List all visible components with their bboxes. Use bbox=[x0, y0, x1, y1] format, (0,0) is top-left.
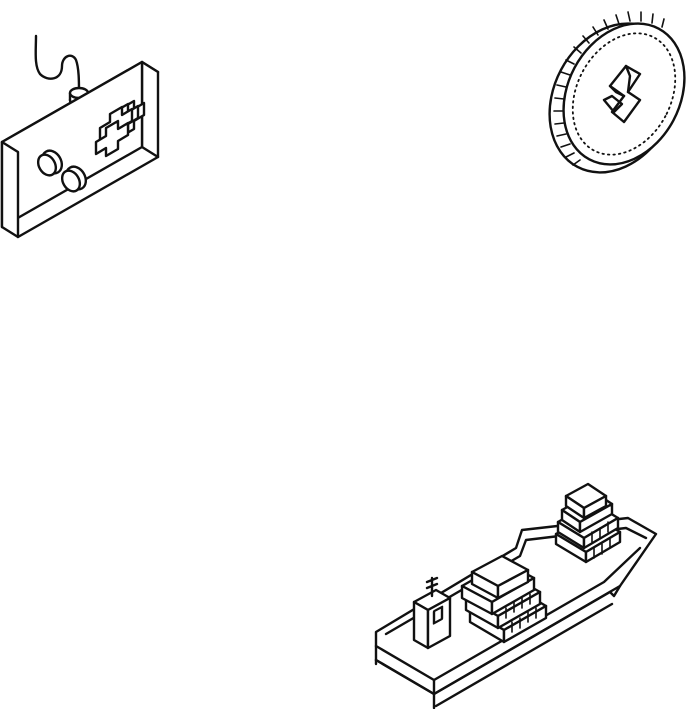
controller-buttons bbox=[36, 149, 88, 193]
game-controller-icon bbox=[0, 34, 160, 239]
coin-ridges bbox=[553, 11, 665, 166]
ship-bridge bbox=[412, 576, 452, 650]
coin-icon bbox=[548, 11, 686, 174]
coin-emblem-icon bbox=[602, 64, 642, 124]
container-stack-rear bbox=[554, 482, 622, 564]
dpad-icon bbox=[94, 99, 146, 158]
container-stack-front bbox=[460, 554, 548, 644]
cargo-ship-icon bbox=[374, 482, 658, 709]
